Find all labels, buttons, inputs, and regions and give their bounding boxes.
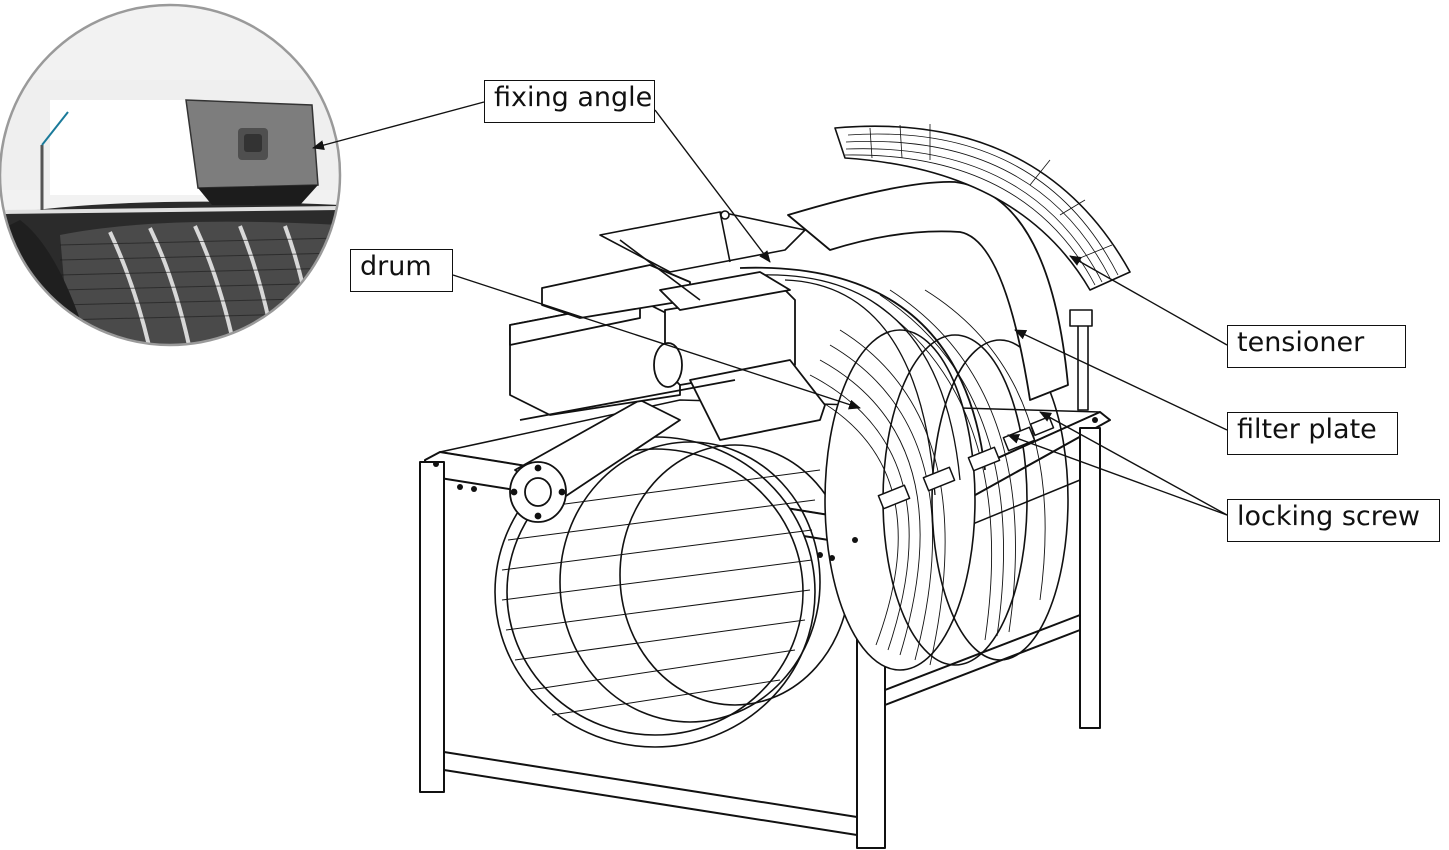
leader-locking-screw-2 [1007,434,1228,516]
top-rail [599,210,806,301]
leader-fixing-to-machine [654,109,771,263]
inlet-pipe [509,399,681,523]
leader-tensioner [1069,255,1228,346]
label-locking-screw: locking screw [1227,499,1440,542]
leader-drum [452,274,861,410]
label-drum: drum [350,249,453,292]
fixing-angle-detail-inset [0,3,342,347]
label-tensioner: tensioner [1227,325,1406,368]
filter-plate-part [787,181,1069,401]
label-fixing-angle: fixing angle [484,80,655,123]
leader-fixing-to-inset [312,101,485,150]
leader-locking-screw-1 [1039,411,1228,516]
drive-housing [509,264,826,441]
frame-bolts [433,417,1098,561]
drum-filter-machine [419,124,1131,849]
leader-lines [312,101,1228,516]
leader-filter-plate [1014,329,1228,431]
label-filter-plate: filter plate [1227,412,1398,455]
